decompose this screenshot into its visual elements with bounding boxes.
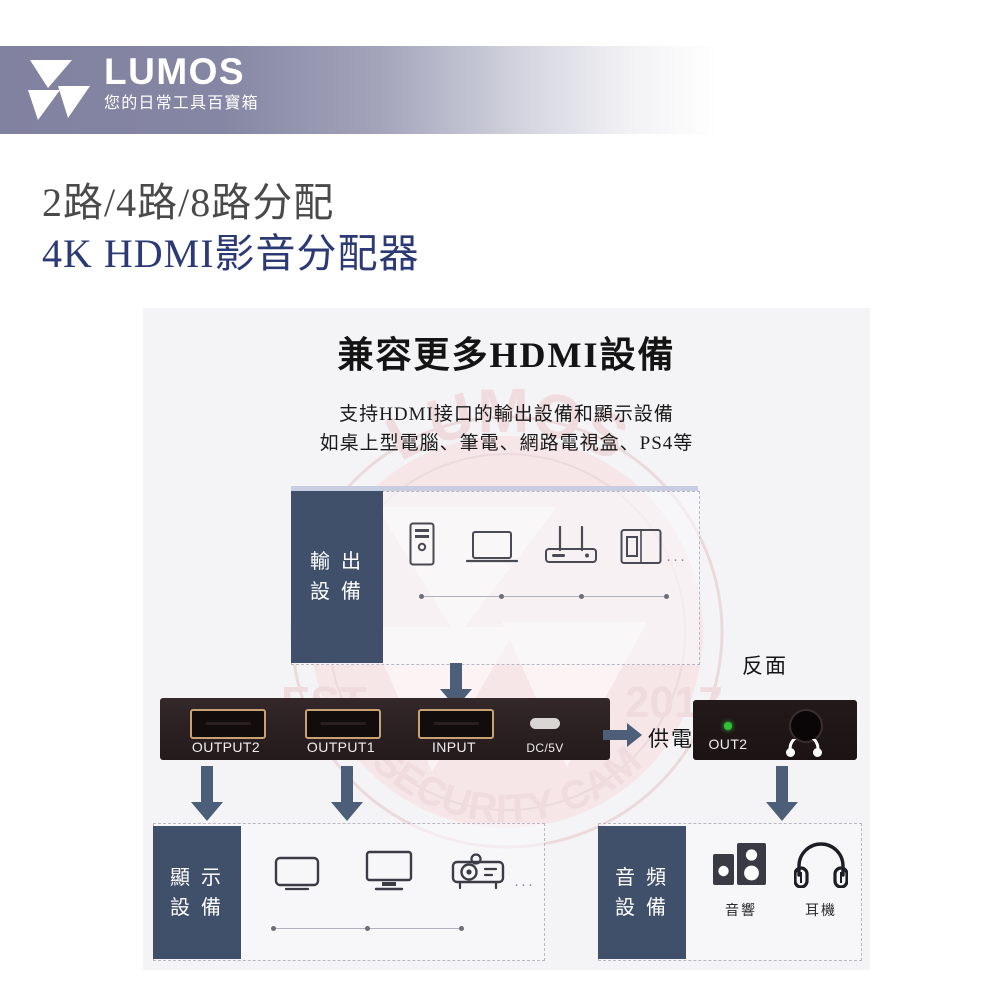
- hdmi-port-output2: [190, 709, 266, 739]
- infographic-heading: 兼容更多HDMI設備: [337, 335, 676, 375]
- display-more-indicator: ···: [514, 878, 535, 894]
- source-devices-label: 輸 出 設 備: [291, 491, 383, 663]
- tv-icon: [251, 856, 343, 892]
- source-rail-dot: [419, 594, 424, 599]
- port-label-dc5v: DC/5V: [526, 741, 564, 755]
- product-title-line2: 4K HDMI影音分配器: [42, 231, 420, 276]
- rear-side-caption: 反面: [742, 654, 788, 678]
- infographic-panel: LUMOS SECURITY CAM EST 2017 兼容更多HDMI設備 支…: [143, 308, 870, 970]
- down-arrow-to-display-2-icon: [331, 766, 363, 821]
- down-arrow-to-audio-icon: [766, 766, 798, 821]
- port-label-output1: OUTPUT1: [306, 739, 376, 755]
- rear-label-out2: OUT2: [708, 736, 748, 752]
- display-rail-dot: [459, 926, 464, 931]
- hdmi-splitter-rear: OUT2: [693, 700, 857, 760]
- display-device-icons: [251, 842, 521, 892]
- power-led-icon: [724, 722, 732, 730]
- source-label-row-1: 輸 出: [310, 551, 364, 573]
- hdmi-port-input: [418, 709, 494, 739]
- audio-label-row-2: 設 備: [615, 896, 669, 919]
- right-arrow-power-icon: [603, 723, 642, 747]
- headphones-icon: [783, 842, 859, 888]
- display-label-row-1: 顯 示: [170, 866, 224, 889]
- power-callout-label: 供電: [648, 727, 694, 751]
- hdmi-splitter-front: OUTPUT2 OUTPUT1 INPUT DC/5V: [160, 698, 610, 760]
- notebook-icon: [611, 528, 671, 566]
- down-arrow-to-splitter-icon: [440, 663, 472, 708]
- audio-label-row-1: 音 頻: [615, 866, 669, 889]
- monitor-icon: [343, 850, 435, 892]
- hdmi-port-output1: [305, 709, 381, 739]
- brand-banner: LUMOS 您的日常工具百寶箱: [0, 46, 1000, 134]
- port-label-output2: OUTPUT2: [191, 739, 261, 755]
- desktop-tower-icon: [391, 522, 453, 566]
- infographic-subheading: 支持HDMI接口的輸出設備和顯示設備 如桌上型電腦、筆電、網路電視盒、PS4等: [143, 400, 870, 458]
- headphone-symbol-icon: [786, 739, 822, 757]
- speakers-icon: [699, 840, 783, 888]
- display-devices-label: 顯 示 設 備: [153, 826, 241, 959]
- source-rail-dot: [664, 594, 669, 599]
- source-more-indicator: ···: [666, 553, 687, 569]
- subheading-line-1: 支持HDMI接口的輸出設備和顯示設備: [339, 404, 674, 425]
- source-group-topbar: [291, 486, 698, 491]
- display-rail-dot: [271, 926, 276, 931]
- brand-tagline: 您的日常工具百寶箱: [104, 95, 259, 112]
- triangles-logo-icon: [28, 60, 90, 120]
- display-rail-dot: [365, 926, 370, 931]
- source-rail-line: [421, 596, 669, 597]
- source-device-icons: [391, 514, 691, 566]
- brand-name: LUMOS: [104, 51, 246, 92]
- speakers-caption: 音響: [725, 904, 757, 919]
- projector-icon: [435, 852, 521, 892]
- audio-device-icons: [699, 836, 859, 888]
- laptop-icon: [453, 530, 531, 566]
- display-label-row-2: 設 備: [170, 896, 224, 919]
- port-label-input: INPUT: [432, 739, 476, 755]
- headphones-caption: 耳機: [805, 904, 837, 919]
- source-rail-dot: [579, 594, 584, 599]
- subheading-line-2: 如桌上型電腦、筆電、網路電視盒、PS4等: [319, 433, 694, 454]
- headphone-jack-icon: [789, 709, 823, 743]
- down-arrow-to-display-1-icon: [191, 766, 223, 821]
- product-title-line1: 2路/4路/8路分配: [42, 180, 335, 225]
- product-title: 2路/4路/8路分配 4K HDMI影音分配器: [42, 178, 420, 280]
- source-label-row-2: 設 備: [310, 581, 364, 603]
- brand-lockup: LUMOS 您的日常工具百寶箱: [104, 52, 259, 116]
- router-icon: [531, 524, 611, 566]
- micro-usb-port-dc5v: [530, 718, 560, 729]
- source-rail-dot: [499, 594, 504, 599]
- audio-devices-label: 音 頻 設 備: [598, 826, 686, 959]
